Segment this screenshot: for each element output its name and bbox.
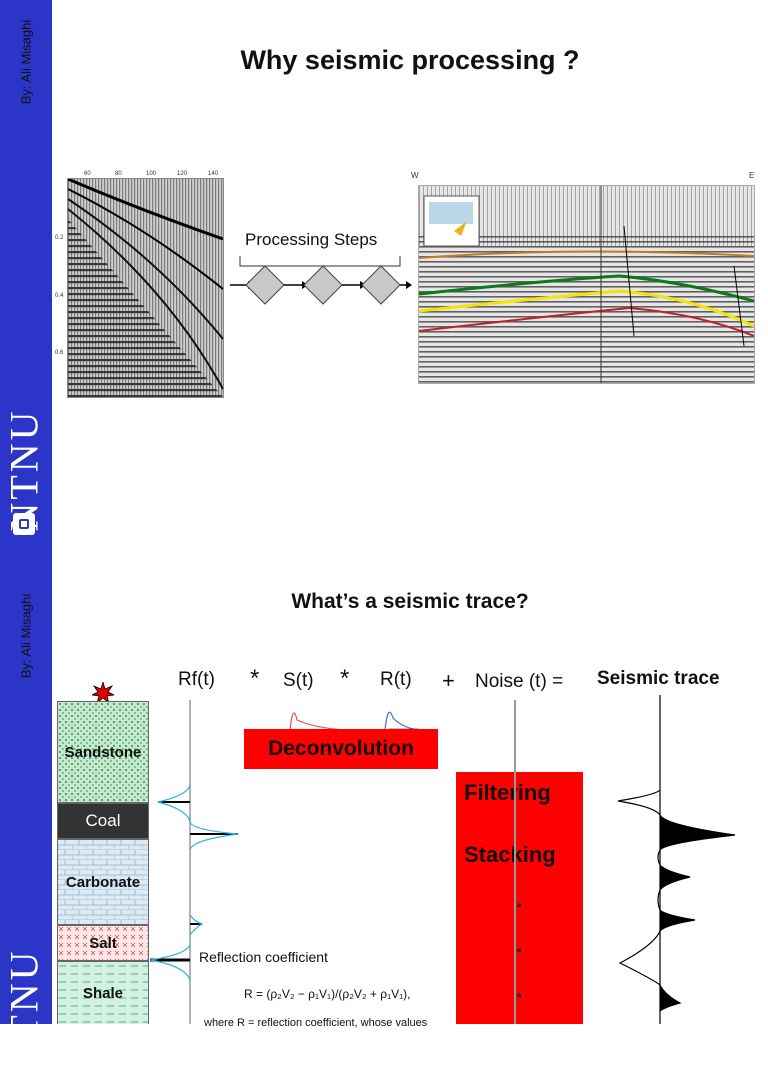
layer-label: Shale [82,984,124,1002]
filtering-label: Filtering [464,780,551,805]
shale-texture [58,962,148,1025]
layer-label: Salt [89,934,117,952]
slide-title: Why seismic processing ? [240,45,580,75]
layer-sandstone: Sandstone [57,701,149,803]
reflectivity-track [150,700,239,1024]
reflection-equation: R = (ρ₂V₂ − ρ₁V₁)/(ρ₂V₂ + ρ₁V₁), [244,987,411,1001]
x-tick: 120 [177,171,188,177]
formula-receiver: R(t) [380,669,412,690]
raw-seismic-image [68,179,223,397]
ellipsis-dot: . [516,932,523,957]
deconvolution-box: Deconvolution [244,729,438,769]
formula-seismic-trace: Seismic trace [597,668,720,689]
salt-texture [58,926,148,960]
y-tick: 0.2 [55,235,64,241]
x-tick: 140 [208,171,219,177]
reflection-coefficient-label: Reflection coefficient [199,949,328,965]
author-label-bottom: By: Ali Misaghi [18,593,34,679]
sidebar-bottom [0,572,52,1024]
y-tick: 0.6 [55,350,64,356]
layer-salt: Salt [57,925,149,961]
source-explosion-icon [92,682,114,704]
layer-label: Carbonate [65,873,141,891]
sandstone-texture [58,702,148,802]
y-tick: 0.4 [55,293,64,299]
carbonate-texture [58,840,148,924]
ellipsis-dot: . [516,977,523,1002]
seismic-trace-plot [617,695,736,1024]
raw-seismic-gather [67,178,224,398]
wavelet-sketches [289,711,420,732]
deconvolution-label: Deconvolution [268,737,414,760]
west-label: W [411,171,419,180]
formula-rf: Rf(t) [178,669,215,690]
x-tick: 60 [84,171,91,177]
east-label: E [749,171,755,180]
processing-box: Filtering Stacking . . . [456,772,583,1024]
layer-label: Sandstone [64,743,142,761]
formula-noise: Noise (t) = [475,671,564,692]
ntnu-logo-bottom: NTNU [1,948,48,1071]
layer-carbonate: Carbonate [57,839,149,925]
formula-convolution-operator: * [250,665,260,692]
processing-steps-label: Processing Steps [245,230,378,249]
processing-steps-diagram [230,256,412,305]
formula-source-wavelet: S(t) [283,670,314,691]
layer-label: Coal [85,811,121,830]
x-tick: 80 [115,171,122,177]
ntnu-logo-text: NTNU [1,948,47,1072]
layer-coal: Coal [57,803,149,839]
author-label-top: By: Ali Misaghi [18,19,34,105]
slide-title: What’s a seismic trace? [291,590,529,613]
x-tick: 100 [146,171,157,177]
stacking-label: Stacking [464,842,556,867]
ntnu-logo-mark [13,513,35,535]
ellipsis-dot: . [516,887,523,912]
processed-seismic-section [418,185,755,384]
sidebar-top [0,0,52,572]
processed-seismic-image [419,186,754,383]
layer-shale: Shale [57,961,149,1025]
noise-track [514,700,516,1024]
formula-convolution-operator: * [340,665,350,692]
equation-caption: where R = reflection coefficient, whose … [204,1017,428,1029]
formula-plus-operator: + [442,668,455,693]
